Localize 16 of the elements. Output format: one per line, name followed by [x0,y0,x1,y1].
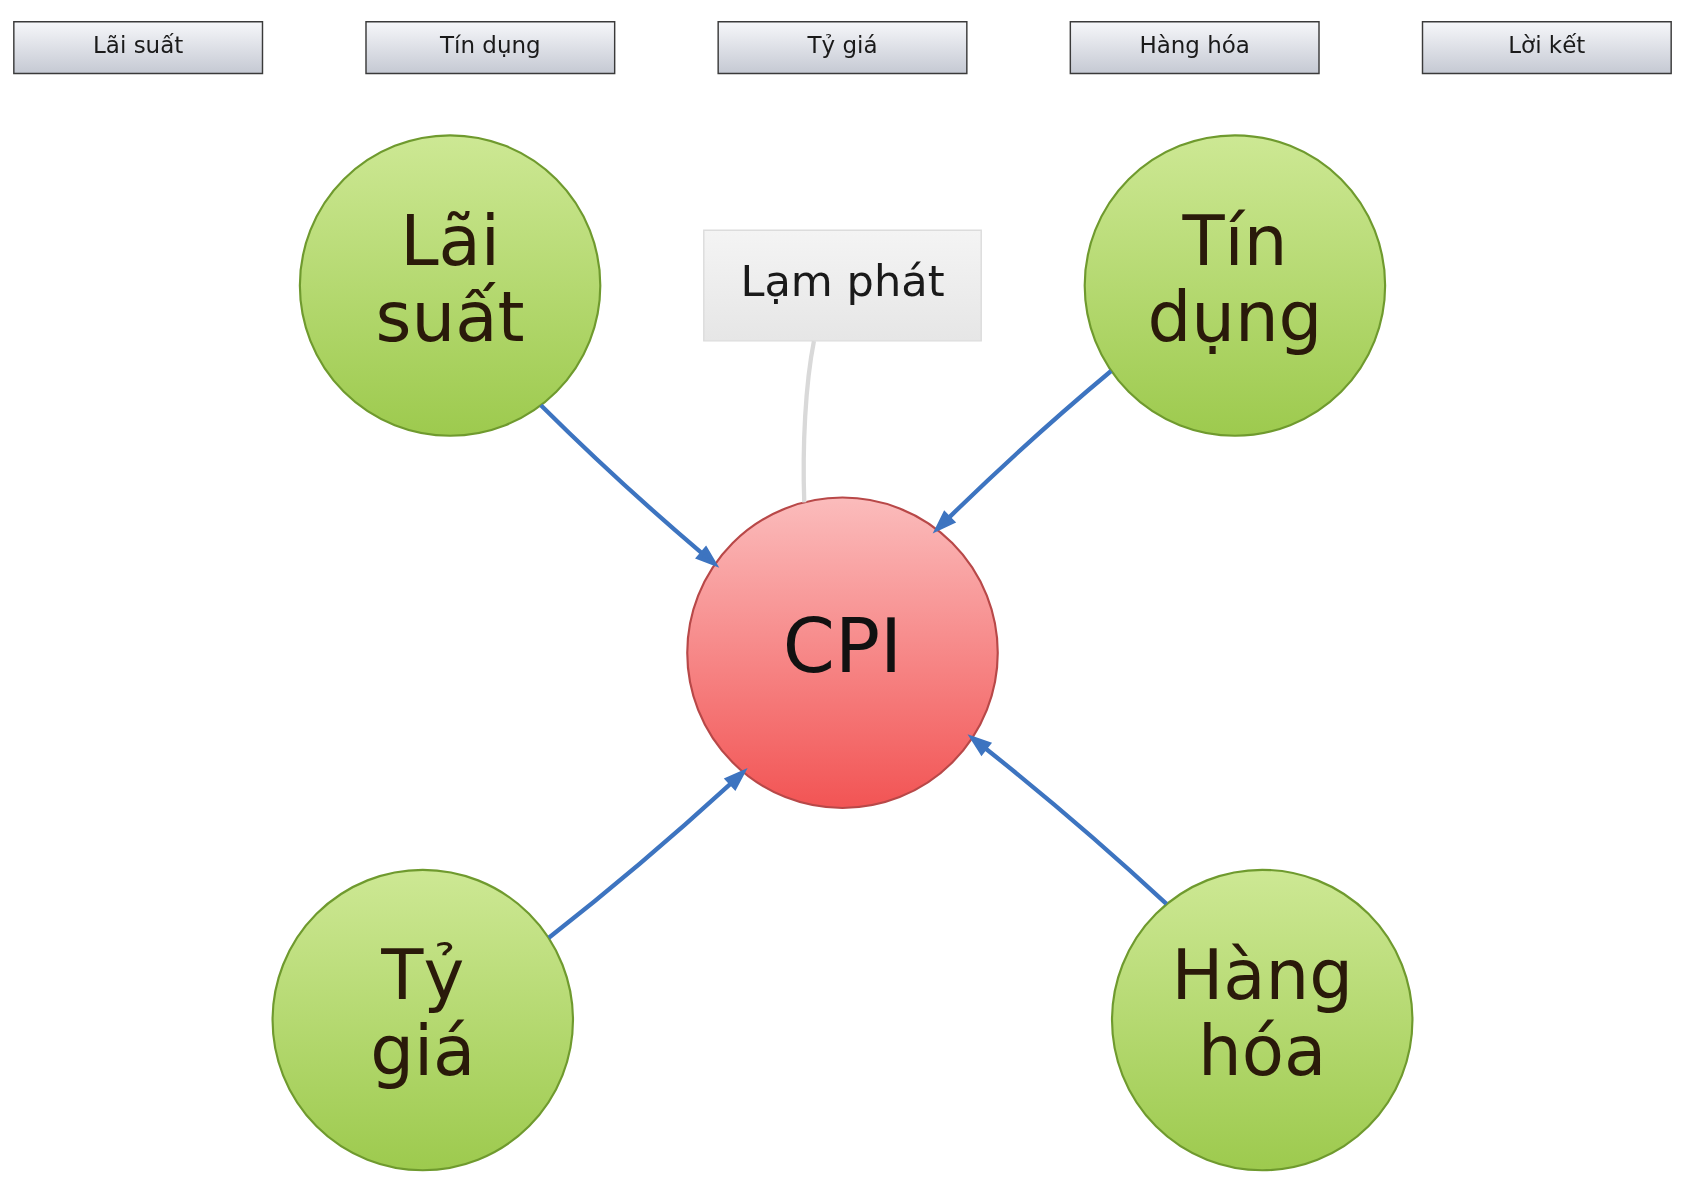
node-circle: Hàng hóa [1110,868,1414,1171]
node-box: Tín dụng [365,20,616,74]
node-box: Lời kết [1421,20,1672,74]
node-circle: Lãi suất [298,133,602,437]
node-box: Lãi suất [13,20,264,74]
node-box: Hàng hóa [1069,20,1320,74]
node-box: Tỷ giá [717,20,968,74]
arrow [932,368,1113,534]
node-box: Lạm phát [703,228,982,342]
arrow [547,767,748,939]
connector [801,340,817,502]
node-circle: Tỷ giá [271,868,575,1171]
node-circle: CPI [686,495,999,809]
arrow [539,403,720,568]
arrow [967,733,1168,905]
node-circle: Tín dụng [1083,133,1387,437]
